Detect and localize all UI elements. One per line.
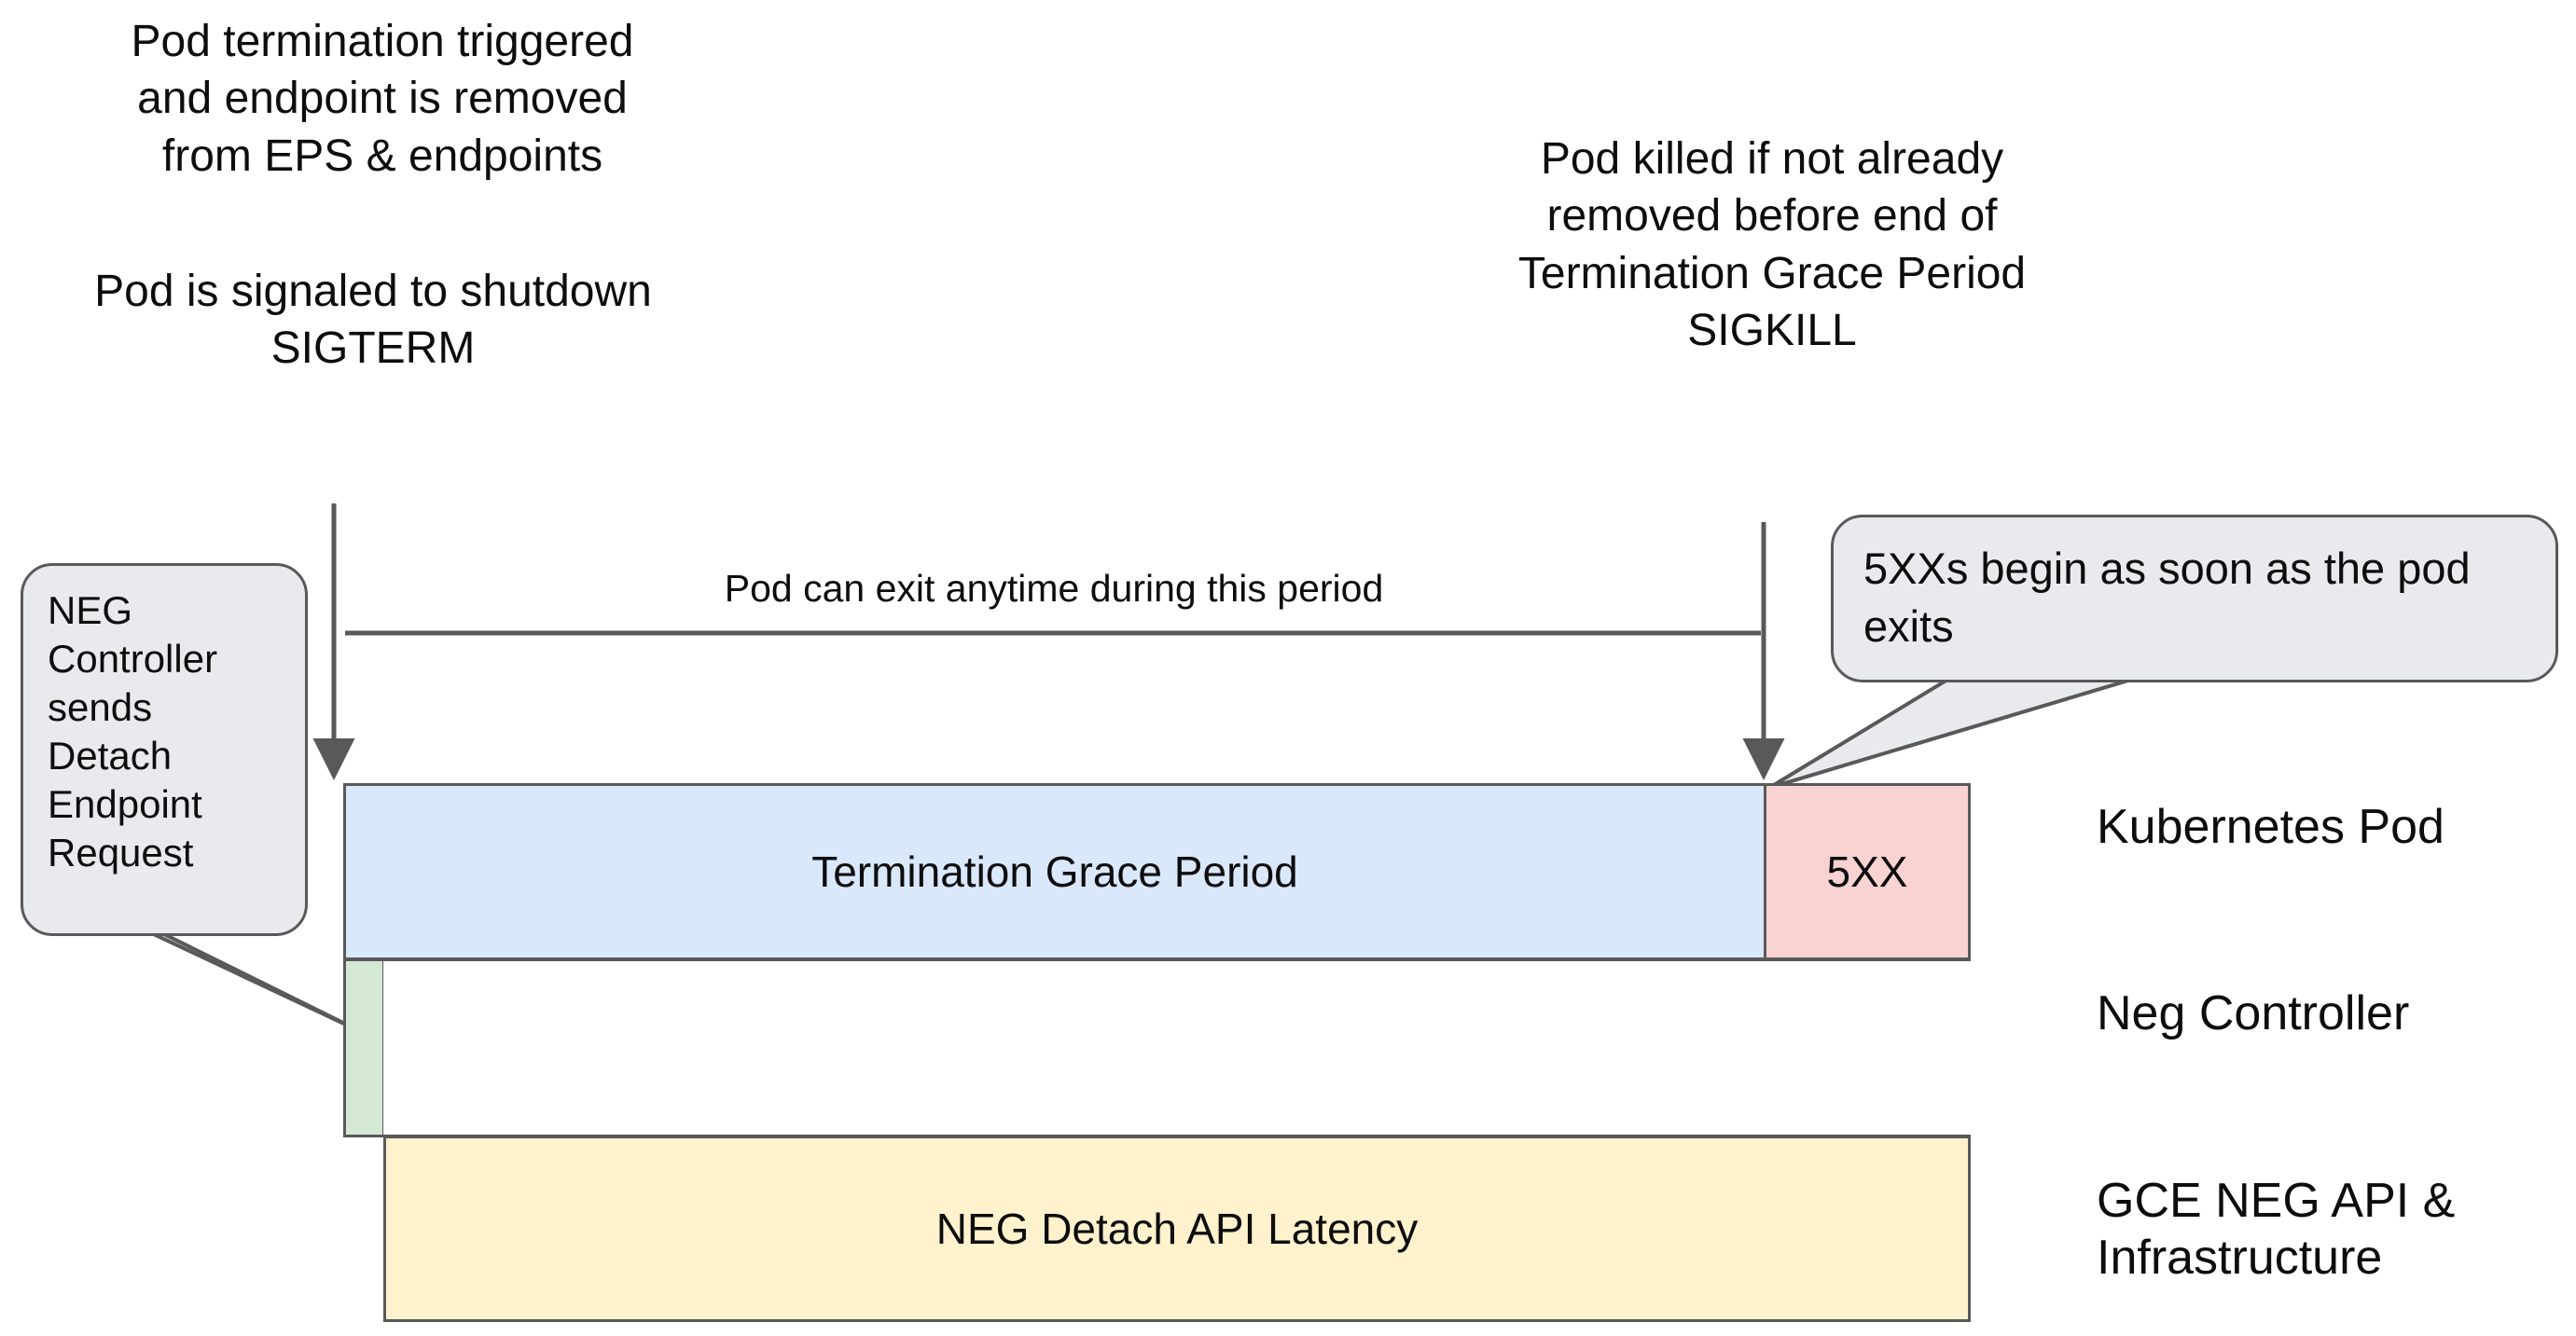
lane-label-kubernetes-pod: Kubernetes Pod xyxy=(2097,800,2444,854)
lane-label-gce-neg-api: GCE NEG API & Infrastructure xyxy=(2097,1174,2456,1286)
note-pod-signaled-sigterm: Pod is signaled to shutdown SIGTERM xyxy=(94,267,652,374)
bar-5xx[interactable]: 5XX xyxy=(1764,783,1971,960)
bar-termination-grace-period[interactable]: Termination Grace Period xyxy=(343,783,1766,960)
bar-label-termination-grace-period: Termination Grace Period xyxy=(811,847,1298,896)
bar-neg-detach-request[interactable] xyxy=(343,958,385,1137)
callout-5xx: 5XXs begin as soon as the pod exits xyxy=(1831,515,2558,682)
bar-neg-controller-row xyxy=(383,958,1971,1137)
bar-label-neg-detach-api-latency: NEG Detach API Latency xyxy=(935,1205,1419,1253)
timeline-span-label: Pod can exit anytime during this period xyxy=(724,567,1384,610)
bar-neg-detach-api-latency[interactable]: NEG Detach API Latency xyxy=(383,1136,1971,1322)
note-pod-killed-sigkill: Pod killed if not already removed before… xyxy=(1517,134,2027,356)
note-pod-termination-triggered: Pod termination triggered and endpoint i… xyxy=(131,17,634,181)
bar-label-5xx: 5XX xyxy=(1826,847,1908,896)
lane-label-neg-controller: Neg Controller xyxy=(2097,986,2410,1040)
callout-tail-5xx xyxy=(1767,675,2141,790)
callout-neg-controller: NEG Controller sends Detach Endpoint Req… xyxy=(21,563,308,936)
